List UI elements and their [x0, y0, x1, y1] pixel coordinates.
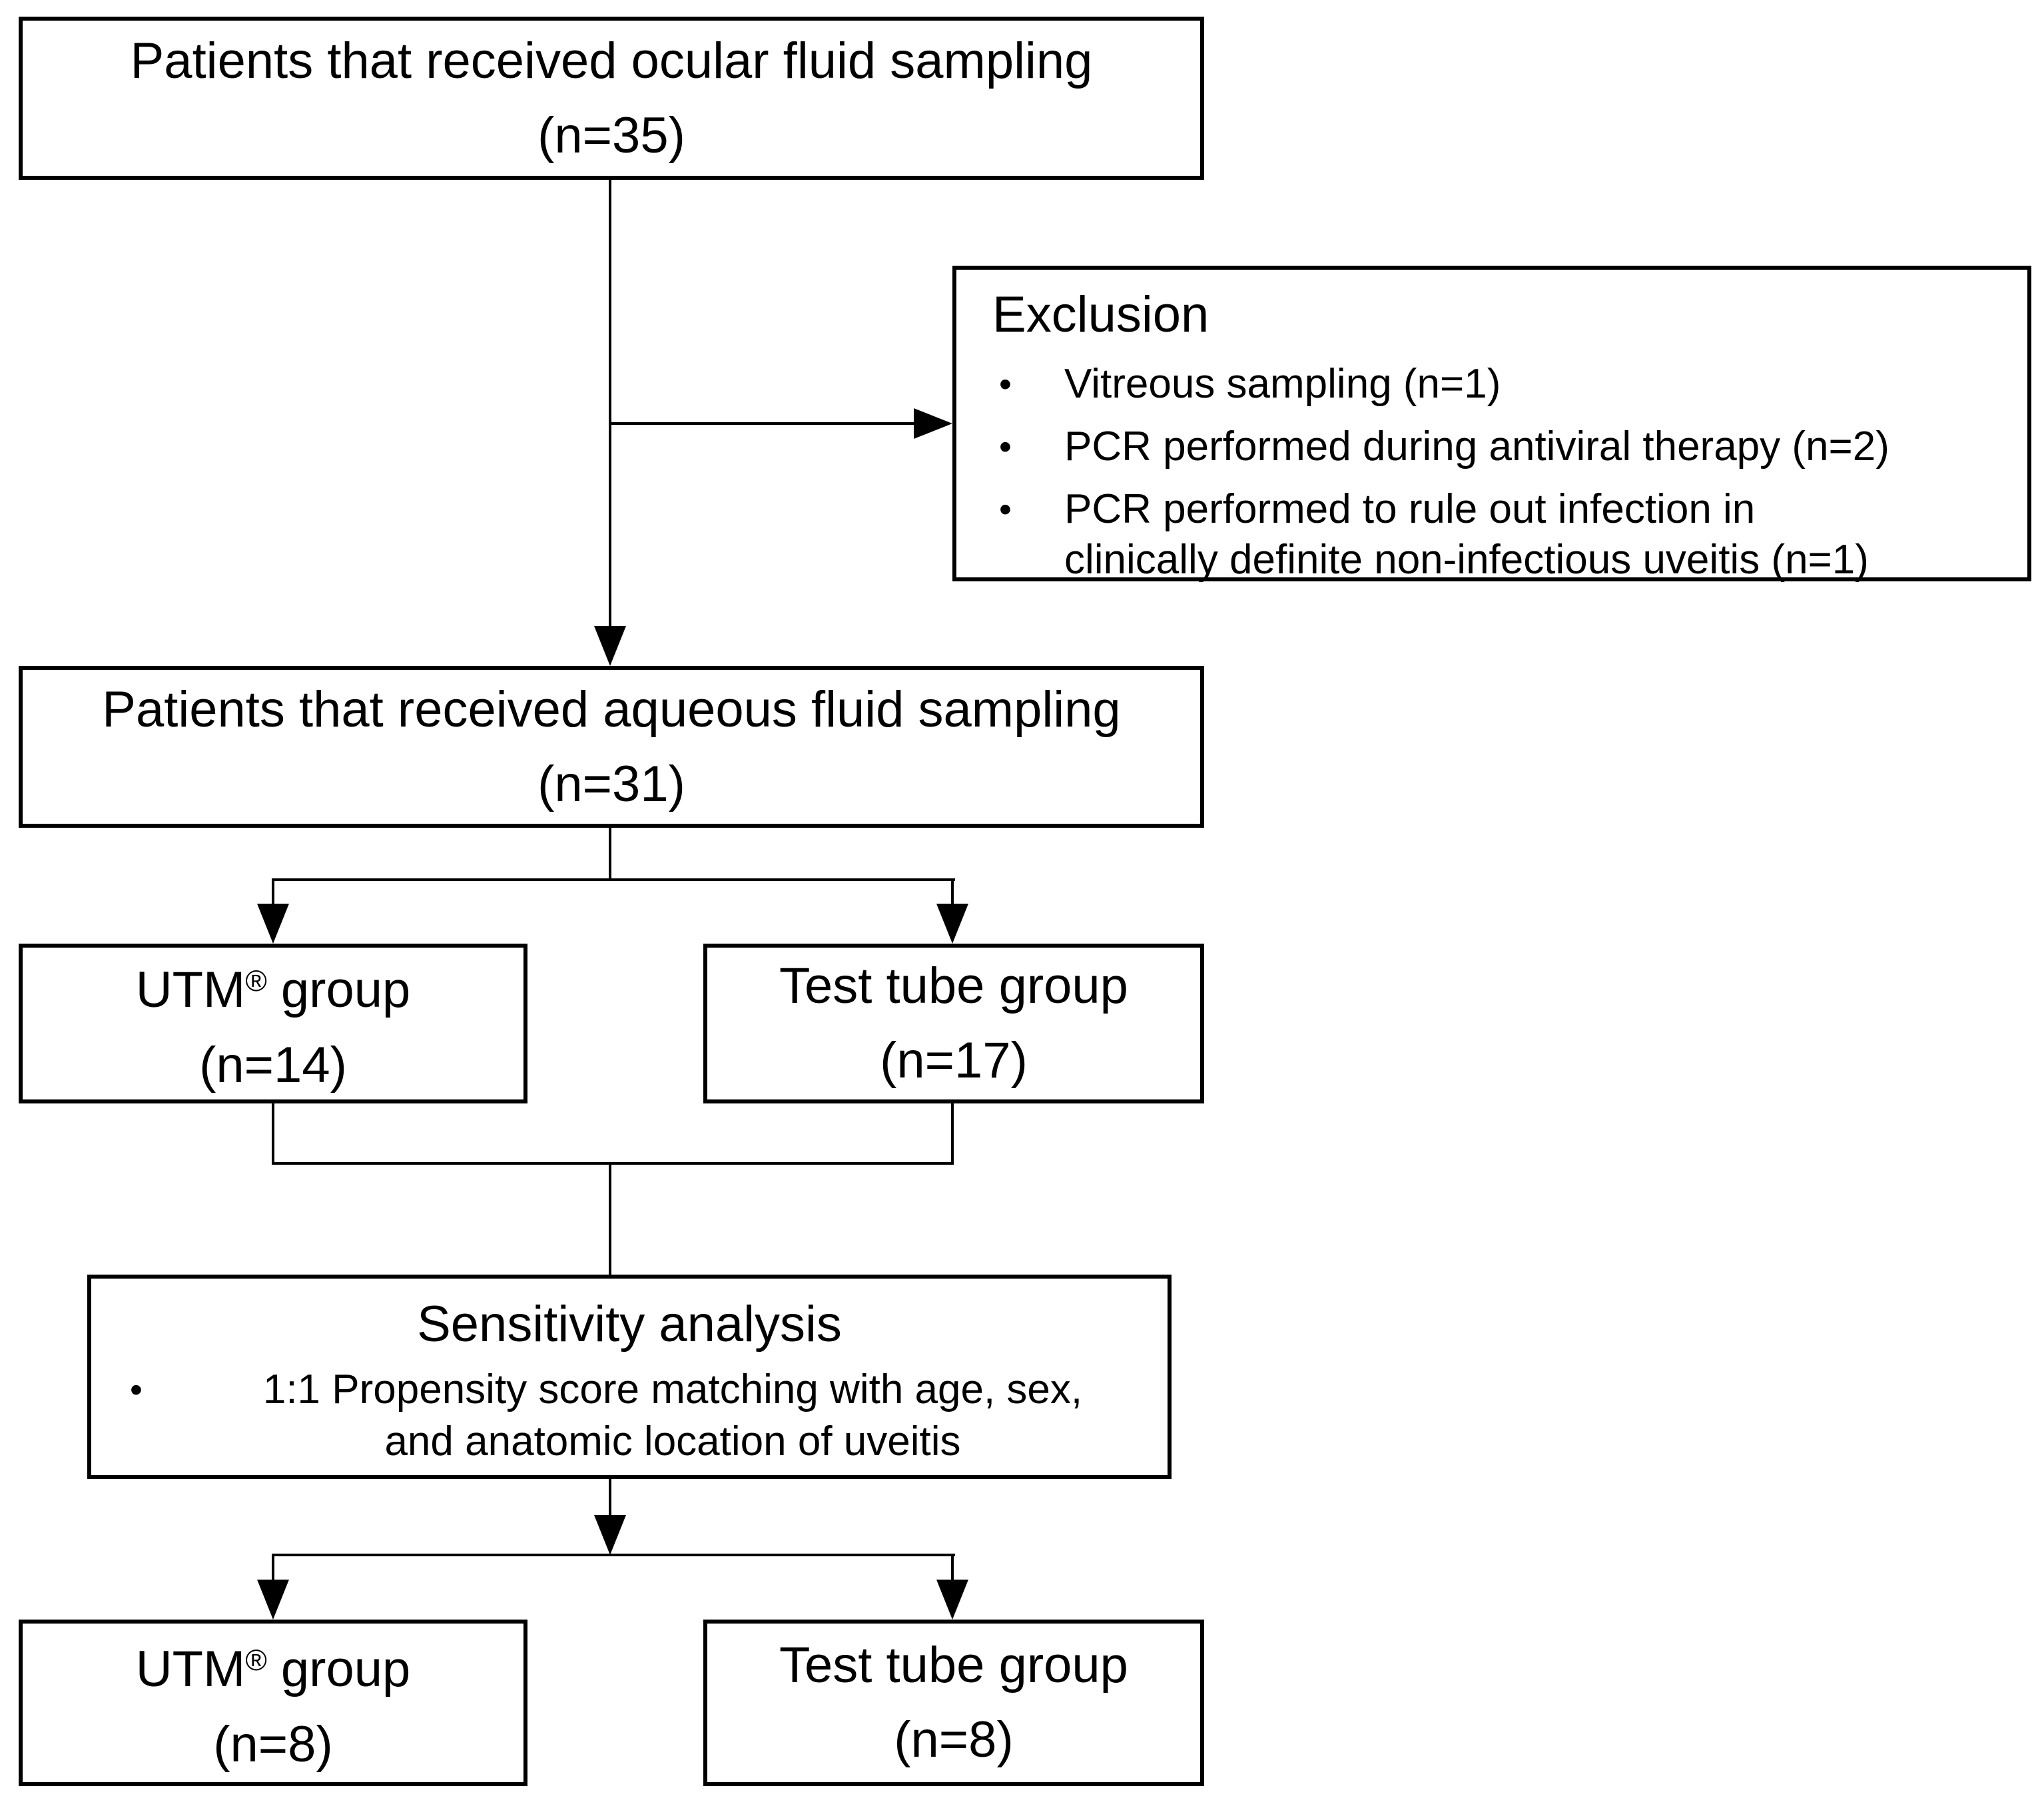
registered-trademark-icon: ® [245, 965, 267, 998]
arrowhead-right-icon [914, 408, 952, 439]
exclusion-item: • PCR performed during antiviral therapy… [980, 422, 2007, 472]
bullet-icon: • [130, 1370, 143, 1410]
exclusion-item: • Vitreous sampling (n=1) [980, 359, 2007, 410]
node-utm-group-initial-count: (n=14) [199, 1036, 347, 1093]
node-utm-group-matched-label: UTM® group [136, 1624, 411, 1707]
connector-sensitivity-stem [609, 1479, 611, 1516]
node-sensitivity-title: Sensitivity analysis [417, 1296, 842, 1353]
exclusion-item-line1: PCR performed to rule out infection in [1064, 486, 1756, 532]
node-sensitivity-analysis: Sensitivity analysis • 1:1 Propensity sc… [87, 1275, 1172, 1479]
node-testtube-group-matched: Test tube group (n=8) [703, 1620, 1204, 1786]
arrowhead-down-icon [257, 904, 289, 944]
node-ocular-sampling: Patients that received ocular fluid samp… [19, 17, 1204, 180]
utm-rest: group [266, 1641, 411, 1698]
connector-merge-bar [272, 1162, 954, 1165]
node-testtube-group-matched-label: Test tube group [779, 1637, 1128, 1693]
node-testtube-group-initial: Test tube group (n=17) [703, 944, 1204, 1103]
utm-brand: UTM [135, 1641, 246, 1698]
bullet-icon: • [999, 489, 1012, 529]
exclusion-item-text: Vitreous sampling (n=1) [1064, 361, 1501, 407]
node-utm-group-matched: UTM® group (n=8) [19, 1620, 527, 1786]
sensitivity-item-line1: 1:1 Propensity score matching with age, … [262, 1366, 1083, 1412]
node-testtube-group-matched-count: (n=8) [894, 1711, 1014, 1768]
sensitivity-item: • 1:1 Propensity score matching with age… [130, 1364, 1141, 1468]
utm-rest: group [266, 962, 411, 1019]
connector-to-sensitivity [609, 1165, 611, 1275]
node-exclusion-title: Exclusion [992, 286, 1209, 343]
connector-aqueous-stem [609, 828, 611, 881]
connector-to-testtube-group [951, 881, 954, 905]
node-ocular-sampling-count: (n=35) [537, 107, 685, 164]
node-aqueous-sampling: Patients that received aqueous fluid sam… [19, 666, 1204, 828]
sensitivity-item-line2: and anatomic location of uveitis [384, 1418, 961, 1464]
connector-to-exclusion [610, 422, 914, 425]
node-utm-group-initial: UTM® group (n=14) [19, 944, 527, 1103]
connector-utm-merge [272, 1103, 274, 1165]
exclusion-item-text: PCR performed during antiviral therapy (… [1064, 424, 1889, 469]
connector-ocular-to-aqueous [609, 180, 611, 626]
exclusion-item: • PCR performed to rule out infection in… [980, 484, 2007, 585]
arrowhead-down-icon [594, 626, 626, 666]
arrowhead-down-icon [257, 1580, 289, 1620]
arrowhead-down-icon [594, 1515, 626, 1555]
connector-split-bar [272, 878, 955, 881]
node-aqueous-sampling-count: (n=31) [537, 755, 685, 812]
node-aqueous-sampling-label: Patients that received aqueous fluid sam… [102, 681, 1121, 738]
connector-to-testtube-matched [951, 1556, 954, 1580]
node-exclusion: Exclusion • Vitreous sampling (n=1) • PC… [952, 266, 2031, 583]
bullet-icon: • [999, 364, 1012, 404]
arrowhead-down-icon [936, 1580, 968, 1620]
exclusion-item-line2: clinically definite non-infectious uveit… [1064, 537, 1869, 583]
node-utm-group-initial-label: UTM® group [136, 944, 411, 1028]
node-ocular-sampling-label: Patients that received ocular fluid samp… [130, 32, 1093, 89]
bullet-icon: • [999, 427, 1012, 467]
connector-to-utm-group [272, 881, 274, 905]
arrowhead-down-icon [936, 904, 968, 944]
exclusion-item-text: PCR performed to rule out infection in c… [1064, 484, 2007, 585]
node-testtube-group-initial-count: (n=17) [880, 1032, 1028, 1089]
connector-testtube-merge [951, 1103, 954, 1165]
connector-matched-split-bar [272, 1554, 955, 1556]
node-testtube-group-initial-label: Test tube group [779, 958, 1128, 1014]
registered-trademark-icon: ® [245, 1644, 267, 1677]
node-utm-group-matched-count: (n=8) [213, 1715, 333, 1773]
utm-brand: UTM [135, 962, 246, 1019]
connector-to-utm-matched [272, 1556, 274, 1580]
